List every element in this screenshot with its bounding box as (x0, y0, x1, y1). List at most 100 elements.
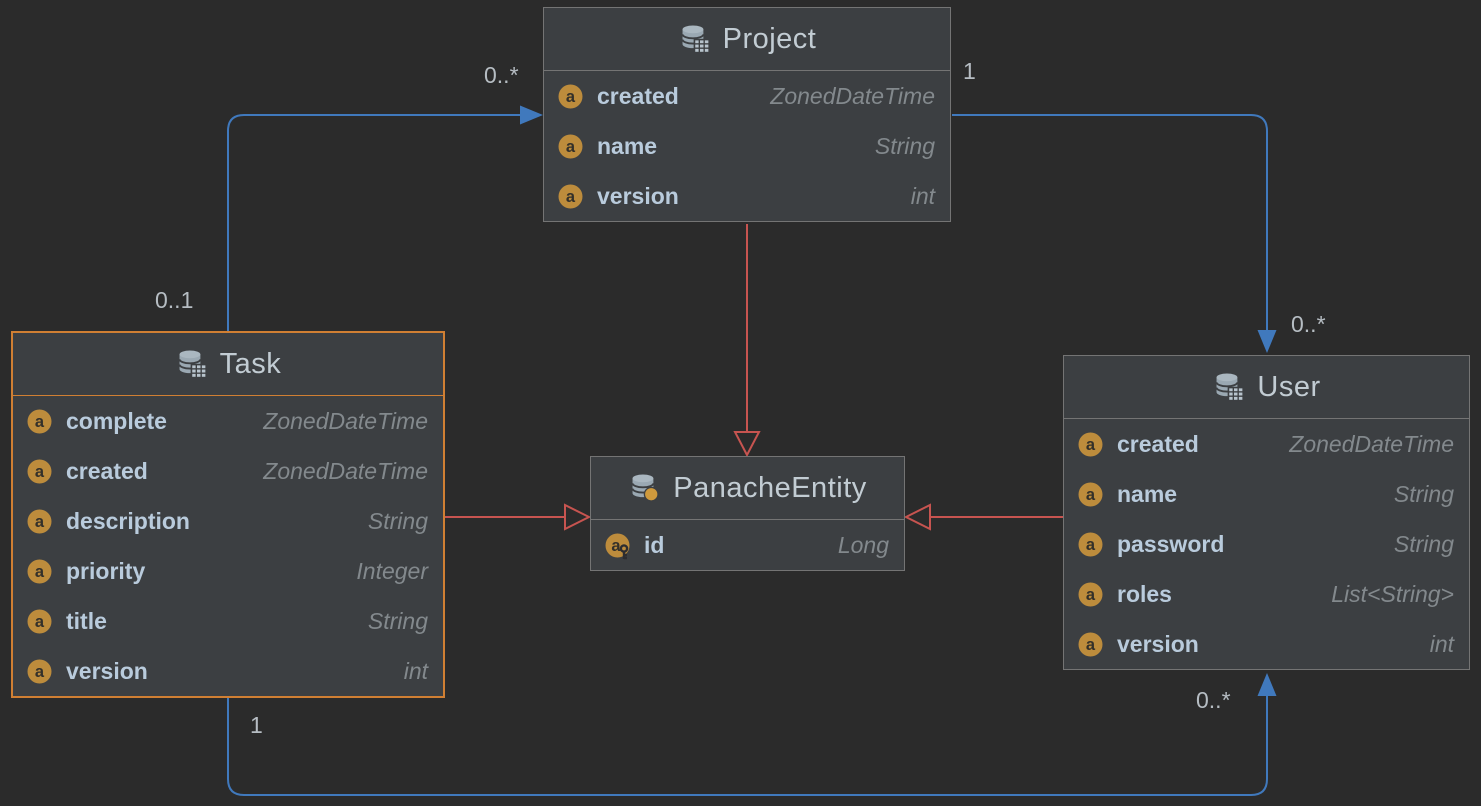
svg-text:a: a (1086, 436, 1096, 454)
svg-text:a: a (35, 513, 45, 531)
svg-text:a: a (1086, 636, 1096, 654)
field-type: String (367, 607, 428, 634)
attribute-icon: a (26, 508, 53, 535)
field-name: name (1117, 480, 1178, 507)
field-type: String (1393, 530, 1454, 557)
field-name: version (597, 182, 679, 209)
field-row[interactable]: a priority Integer (13, 546, 443, 596)
id-attribute-icon: a (604, 532, 631, 559)
entity-icon (175, 347, 209, 381)
field-name: name (597, 132, 658, 159)
inheritance-user-panacheentity[interactable] (903, 503, 1063, 531)
field-name: roles (1117, 580, 1172, 607)
association-project-user[interactable] (952, 114, 1277, 353)
field-type: List<String> (1331, 580, 1454, 607)
field-name: description (66, 507, 190, 534)
svg-text:a: a (1086, 486, 1096, 504)
entity-fields: a created ZonedDateTime a name String a … (1064, 419, 1469, 669)
field-row[interactable]: a version int (544, 171, 950, 221)
entity-header[interactable]: Project (544, 8, 950, 71)
svg-text:a: a (35, 413, 45, 431)
association-task-project[interactable] (227, 105, 543, 332)
multiplicity-label: 0..1 (155, 287, 194, 313)
entity-title: PanacheEntity (673, 471, 867, 504)
field-type: Long (837, 531, 889, 558)
field-row[interactable]: a title String (13, 596, 443, 646)
multiplicity-label: 0..* (1291, 311, 1326, 337)
svg-text:a: a (35, 613, 45, 631)
multiplicity-label: 1 (250, 712, 263, 738)
entity-superclass-icon (628, 471, 662, 505)
field-name: version (1117, 630, 1199, 657)
field-name: password (1117, 530, 1225, 557)
entity-user[interactable]: User a created ZonedDateTime a name Stri… (1063, 355, 1470, 670)
entity-title: Project (722, 22, 817, 55)
field-type: ZonedDateTime (770, 82, 935, 109)
field-name: priority (66, 557, 146, 584)
attribute-icon: a (1077, 431, 1104, 458)
entity-task[interactable]: Task a complete ZonedDateTime a created … (11, 331, 445, 698)
field-type: String (1393, 480, 1454, 507)
attribute-icon: a (26, 558, 53, 585)
field-name: version (66, 657, 148, 684)
field-name: complete (66, 407, 167, 434)
attribute-icon: a (1077, 631, 1104, 658)
entity-icon (1212, 370, 1246, 404)
field-type: ZonedDateTime (1289, 430, 1454, 457)
svg-text:a: a (1086, 586, 1096, 604)
attribute-icon: a (26, 608, 53, 635)
entity-panacheentity[interactable]: PanacheEntity a id Long (590, 456, 905, 571)
field-row[interactable]: a name String (544, 121, 950, 171)
field-row[interactable]: a roles List<String> (1064, 569, 1469, 619)
field-row[interactable]: a created ZonedDateTime (13, 446, 443, 496)
svg-text:a: a (566, 188, 576, 206)
field-row[interactable]: a version int (1064, 619, 1469, 669)
multiplicity-label: 1 (963, 58, 976, 84)
svg-text:a: a (1086, 536, 1096, 554)
field-type: int (403, 657, 428, 684)
entity-header[interactable]: User (1064, 356, 1469, 419)
field-row[interactable]: a created ZonedDateTime (1064, 419, 1469, 469)
inheritance-task-panacheentity[interactable] (445, 503, 592, 531)
field-row[interactable]: a version int (13, 646, 443, 696)
association-task-user[interactable] (227, 673, 1277, 796)
field-name: created (597, 82, 679, 109)
entity-fields: a id Long (591, 520, 904, 570)
entity-project[interactable]: Project a created ZonedDateTime a name S… (543, 7, 951, 222)
entity-fields: a complete ZonedDateTime a created Zoned… (13, 396, 443, 696)
attribute-icon: a (1077, 581, 1104, 608)
field-name: title (66, 607, 107, 634)
attribute-icon: a (557, 183, 584, 210)
attribute-icon: a (1077, 531, 1104, 558)
field-type: String (874, 132, 935, 159)
field-type: ZonedDateTime (263, 407, 428, 434)
svg-text:a: a (35, 563, 45, 581)
attribute-icon: a (26, 458, 53, 485)
field-row[interactable]: a created ZonedDateTime (544, 71, 950, 121)
multiplicity-label: 0..* (484, 62, 519, 88)
entity-header[interactable]: PanacheEntity (591, 457, 904, 520)
field-row[interactable]: a password String (1064, 519, 1469, 569)
field-name: id (644, 531, 665, 558)
attribute-icon: a (1077, 481, 1104, 508)
entity-icon (678, 22, 712, 56)
entity-title: User (1257, 370, 1321, 403)
field-row[interactable]: a id Long (591, 520, 904, 570)
field-name: created (66, 457, 148, 484)
field-type: int (1429, 630, 1454, 657)
multiplicity-label: 0..* (1196, 687, 1231, 713)
field-row[interactable]: a complete ZonedDateTime (13, 396, 443, 446)
attribute-icon: a (26, 408, 53, 435)
svg-text:a: a (566, 88, 576, 106)
entity-fields: a created ZonedDateTime a name String a … (544, 71, 950, 221)
attribute-icon: a (26, 658, 53, 685)
svg-text:a: a (35, 463, 45, 481)
field-type: int (910, 182, 935, 209)
field-row[interactable]: a name String (1064, 469, 1469, 519)
field-row[interactable]: a description String (13, 496, 443, 546)
inheritance-project-panacheentity[interactable] (733, 224, 761, 458)
svg-text:a: a (35, 663, 45, 681)
entity-title: Task (219, 347, 282, 380)
entity-header[interactable]: Task (13, 333, 443, 396)
